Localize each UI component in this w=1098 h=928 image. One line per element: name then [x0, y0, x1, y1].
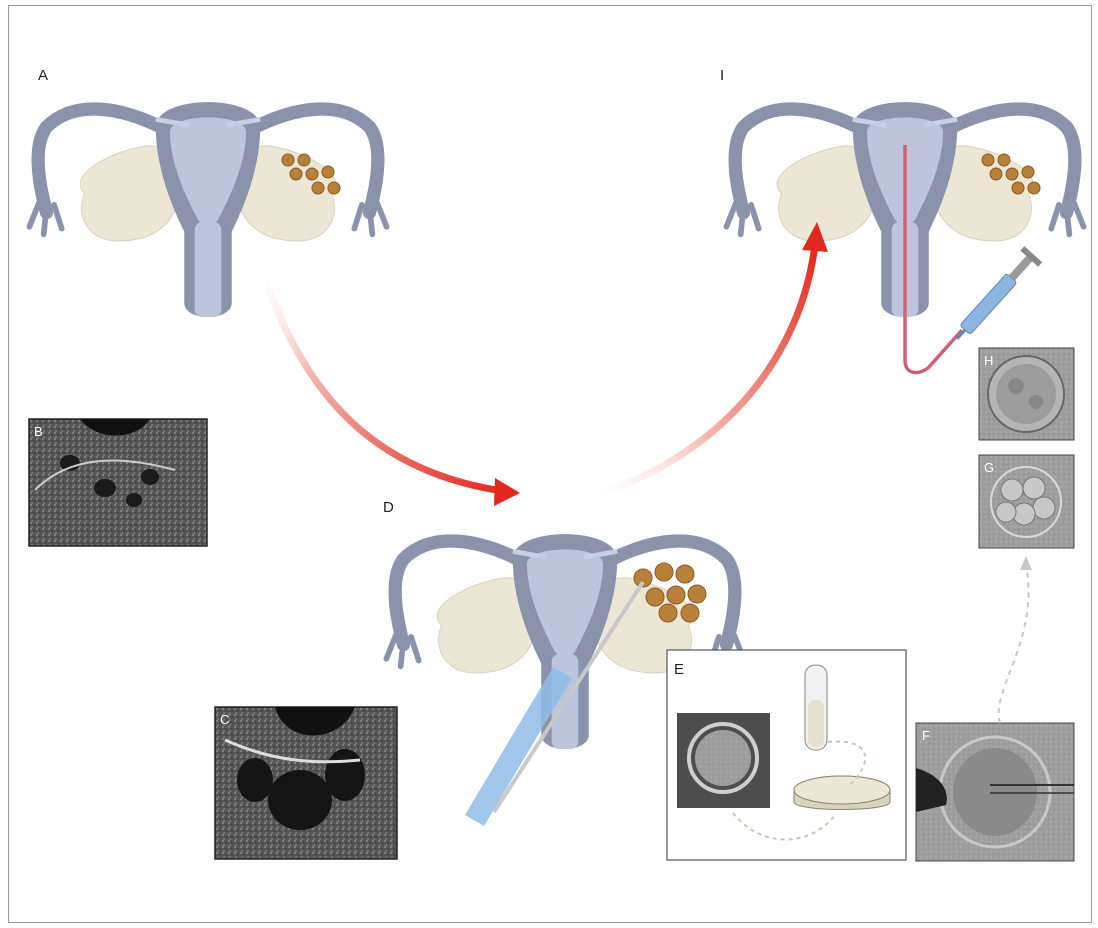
- panel-c-ultrasound: C: [215, 707, 397, 859]
- arrow-a-to-d-head: [494, 478, 520, 506]
- panel-i-embryo-transfer: I: [720, 67, 1084, 373]
- panel-b-label: B: [34, 424, 43, 439]
- panel-h-label: H: [984, 353, 993, 368]
- oocyte-photo: [677, 713, 770, 808]
- panel-a-uterus: A: [29, 67, 386, 317]
- panel-f-label: F: [922, 728, 930, 743]
- sperm-test-tube-icon: [805, 665, 827, 750]
- arrow-a-to-d: [258, 255, 510, 492]
- arrow-d-to-i: [580, 245, 815, 500]
- panel-d-label: D: [383, 499, 394, 516]
- panel-f-icsi: F: [916, 723, 1074, 861]
- panel-c-label: C: [220, 712, 229, 727]
- arrow-f-to-g-head: [1020, 556, 1032, 570]
- panel-e-label: E: [674, 661, 684, 678]
- panel-b-ultrasound: B: [29, 419, 207, 546]
- panel-e-fertilization: E: [667, 650, 906, 860]
- syringe-icon: [948, 246, 1042, 347]
- panel-h-blastocyst: H: [979, 348, 1074, 440]
- panel-g-embryo: G: [979, 455, 1074, 548]
- panel-g-label: G: [984, 460, 994, 475]
- petri-dish-icon: [794, 776, 890, 810]
- arrow-f-to-g: [999, 565, 1029, 723]
- panel-i-label: I: [720, 67, 724, 84]
- panel-a-label: A: [38, 67, 48, 84]
